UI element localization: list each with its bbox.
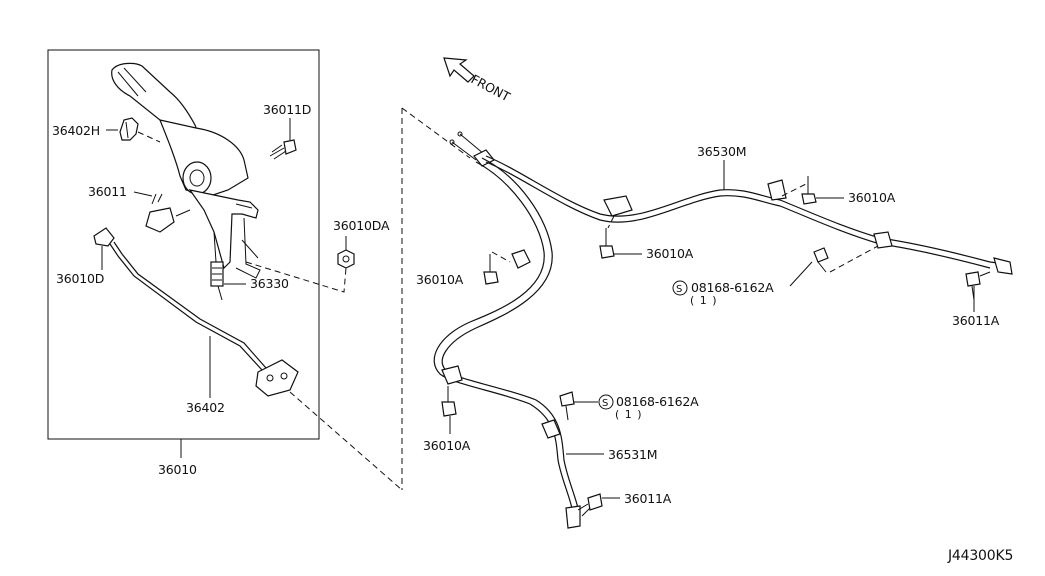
- label-36011: 36011: [88, 184, 127, 199]
- dash-36010a-left: [491, 251, 511, 263]
- spring-36330: [210, 231, 224, 301]
- label-screw-upper-qty: ( 1 ): [690, 294, 718, 307]
- label-36010a-left: 36010A: [416, 272, 464, 287]
- dash-lower: [289, 391, 403, 491]
- bolt-36010a-middle: [599, 228, 615, 259]
- bolt-36011d: [269, 139, 297, 160]
- label-36531m: 36531M: [608, 447, 657, 462]
- label-36011a-bottom: 36011A: [624, 491, 672, 506]
- label-36011d: 36011D: [263, 102, 311, 117]
- rear-cable-right: [485, 155, 1007, 265]
- s-mark-lower-text: S: [602, 398, 608, 409]
- label-36010a-middle: 36010A: [646, 246, 694, 261]
- bracket-left-2: [441, 365, 463, 385]
- screw-upper: [813, 247, 829, 273]
- label-36010d: 36010D: [56, 271, 104, 286]
- bolt-36010a-top-right: [801, 176, 817, 205]
- bracket-right-2: [767, 179, 787, 201]
- front-arrow-icon: [443, 57, 475, 83]
- clip-36010d: [93, 227, 115, 247]
- s-mark-upper: [672, 280, 688, 296]
- assembly-number-label: 36010: [158, 462, 197, 477]
- bracket-left-1: [511, 249, 531, 269]
- label-36010da: 36010DA: [333, 218, 390, 233]
- bolt-36010a-left: [483, 254, 499, 285]
- cable-left-end: [565, 505, 581, 529]
- label-36402: 36402: [186, 400, 225, 415]
- label-36530m: 36530M: [697, 144, 746, 159]
- s-mark-lower: [598, 394, 614, 410]
- bolt-36010a-bottom: [441, 386, 457, 417]
- bolt-36011a-bottom: [577, 493, 603, 517]
- screw-lower: [559, 391, 575, 421]
- front-label: FRONT: [469, 71, 513, 104]
- label-36402h: 36402H: [52, 123, 100, 138]
- front-cable-36402: [109, 241, 299, 397]
- bracket-right-3: [873, 231, 893, 249]
- dash-nut: [245, 261, 347, 293]
- bolt-36011: [145, 193, 191, 233]
- dash-36010a-top-right: [781, 183, 807, 197]
- diagram-code: J44300K5: [947, 548, 1013, 564]
- lever-cover-part: [119, 117, 139, 141]
- bracket-left-3: [541, 419, 561, 439]
- bolt-36011a-right: [965, 271, 991, 301]
- label-36010a-bottom: 36010A: [423, 438, 471, 453]
- leader-screw-upper: [789, 261, 813, 287]
- leader-36011: [133, 191, 153, 197]
- dash-36402h: [137, 131, 161, 143]
- rear-cable-left-inner: [441, 157, 581, 521]
- rear-cable-left: [433, 161, 575, 521]
- bracket-right-1: [603, 195, 633, 217]
- label-36330: 36330: [250, 276, 289, 291]
- dash-upper: [401, 107, 471, 159]
- label-screw-lower: 08168-6162A: [616, 394, 699, 409]
- assembly-box: [47, 49, 320, 440]
- label-36010a-top-right: 36010A: [848, 190, 896, 205]
- dash-screw-upper: [829, 245, 879, 273]
- nut-36010da: [337, 249, 355, 269]
- rear-cable-right-inner: [485, 161, 991, 269]
- cable-right-end: [993, 257, 1013, 275]
- label-36011a-right: 36011A: [952, 313, 1000, 328]
- dash-36010a-middle: [607, 215, 615, 229]
- s-mark-upper-text: S: [676, 284, 682, 295]
- parking-brake-lever: [111, 62, 261, 279]
- label-screw-lower-qty: ( 1 ): [615, 408, 643, 421]
- label-screw-upper: 08168-6162A: [691, 280, 774, 295]
